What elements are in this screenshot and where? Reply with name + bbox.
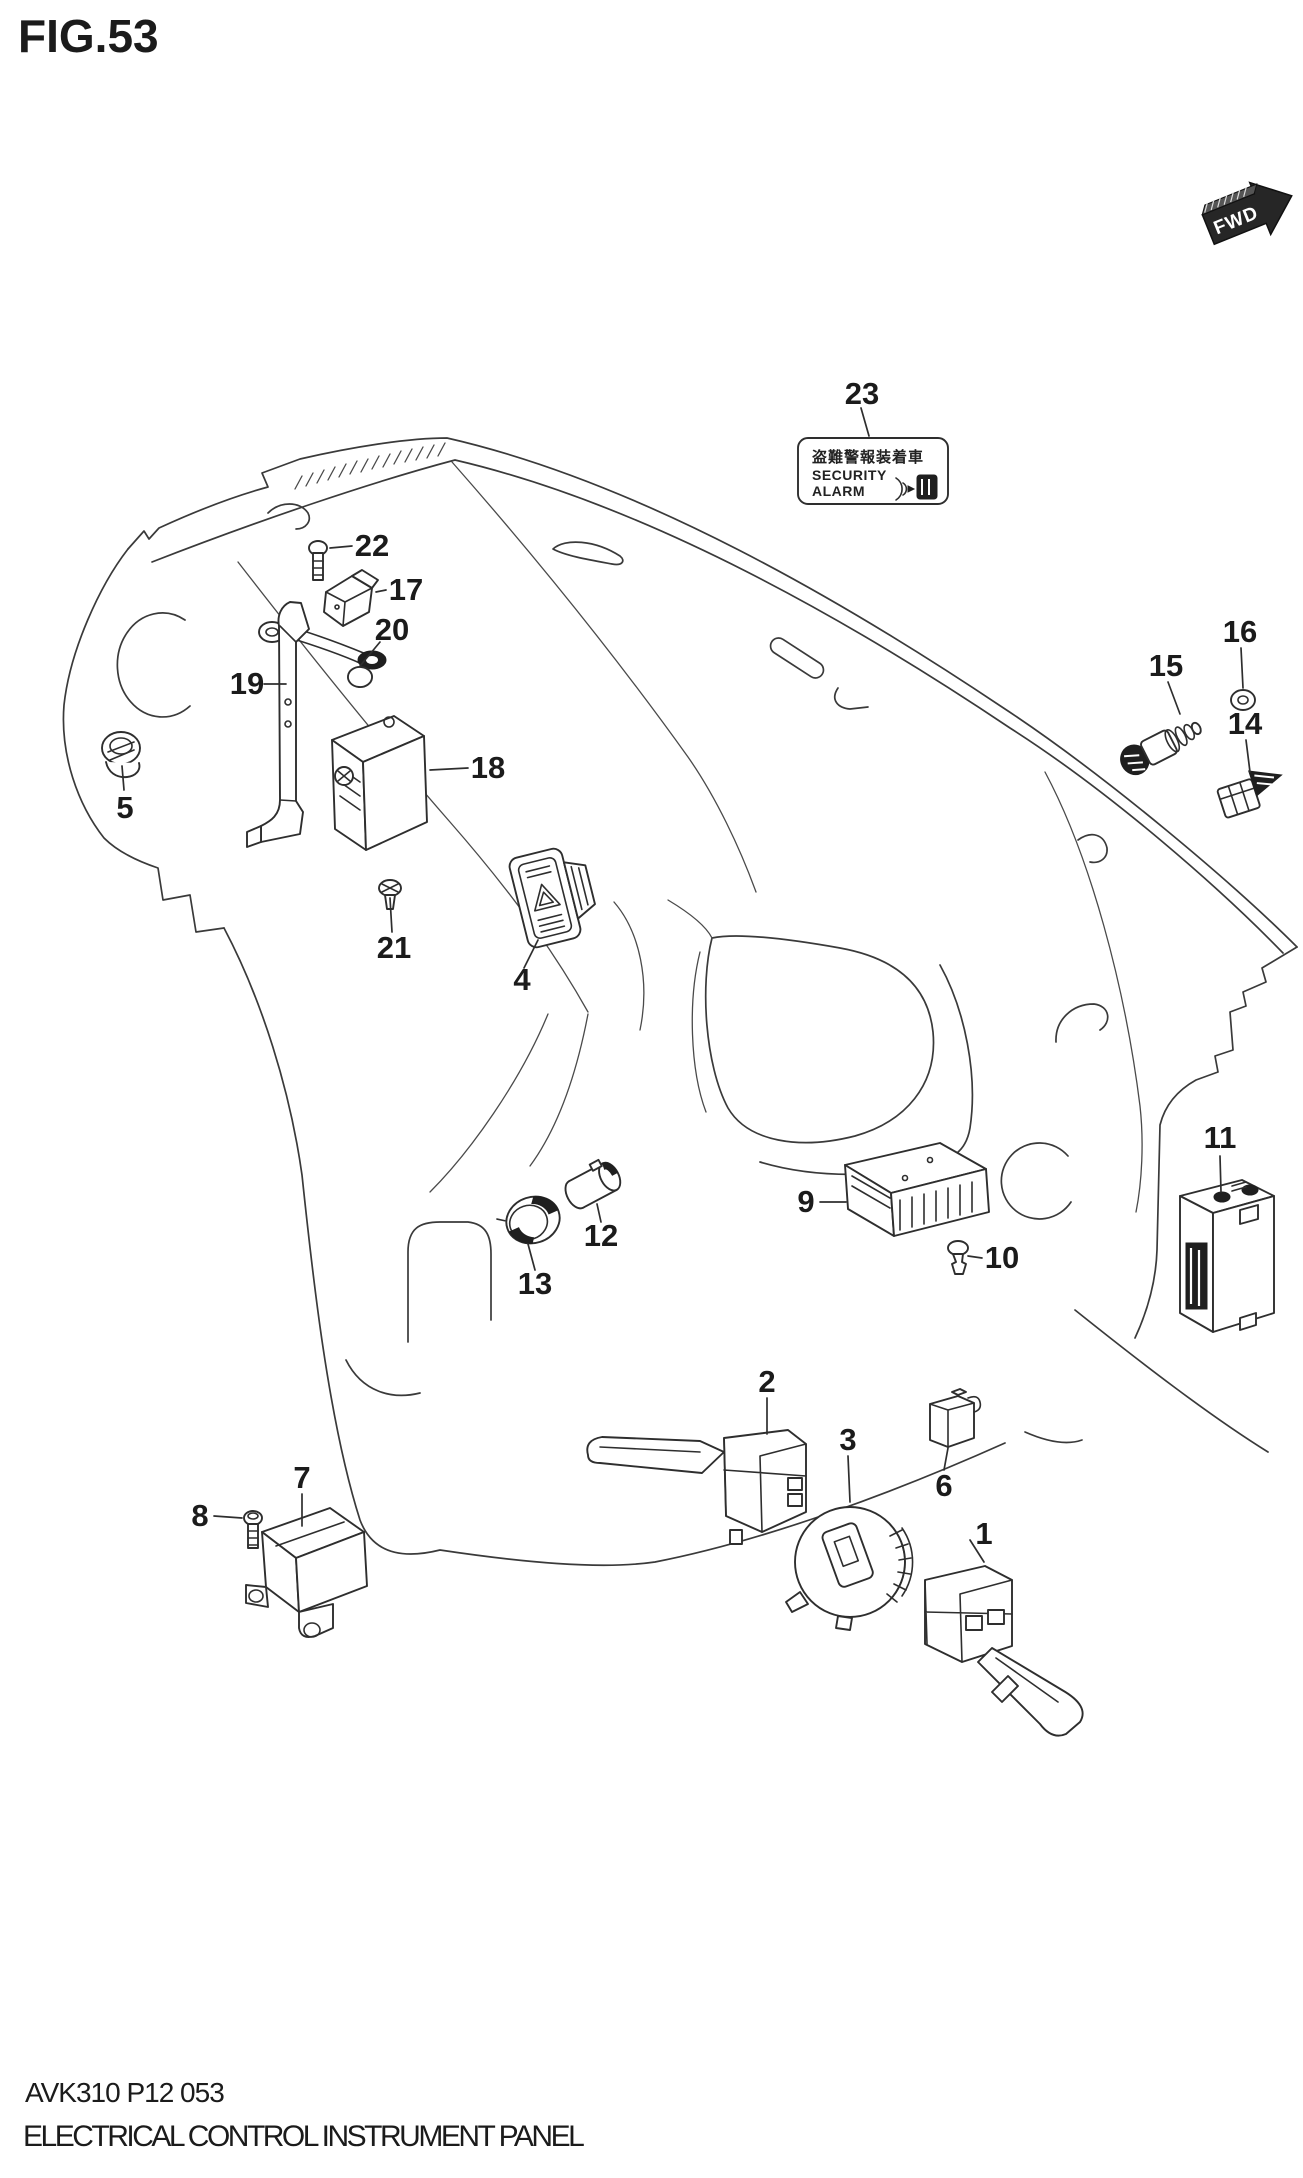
- part-4-hazard-switch: [508, 847, 596, 949]
- part-2-combo-switch: [586, 1429, 807, 1545]
- callout-4: 4: [513, 962, 531, 997]
- part-22-bolt: [308, 540, 328, 581]
- part-1-wiper-switch: [924, 1565, 1084, 1737]
- part-21-screw: [378, 879, 402, 910]
- dashboard-outline: [62, 437, 1298, 1567]
- part-5-clip: [101, 731, 141, 779]
- part-12-socket: [564, 1158, 622, 1210]
- callout-19: 19: [230, 666, 264, 701]
- security-label-line1: SECURITY: [812, 467, 887, 483]
- callout-16: 16: [1223, 614, 1257, 649]
- part-19-bracket: [246, 601, 310, 848]
- part-7-box: [245, 1507, 368, 1638]
- part-17-sensor: [323, 569, 379, 627]
- figure-code: AVK310 P12 053: [25, 2077, 224, 2108]
- callout-1: 1: [975, 1516, 992, 1551]
- part-20-nut: [258, 621, 387, 688]
- leader-lines: [121, 407, 1251, 1563]
- security-alarm-label: 盗難警報装着車 SECURITY ALARM: [797, 437, 949, 505]
- callout-14: 14: [1228, 706, 1263, 741]
- callout-22: 22: [355, 528, 389, 563]
- part-3-clockspring: [785, 1506, 914, 1631]
- part-9-module: [844, 1142, 990, 1237]
- part-16-ring: [1230, 689, 1256, 711]
- callout-21: 21: [377, 930, 411, 965]
- callout-18: 18: [471, 750, 505, 785]
- part-6-relay: [929, 1388, 982, 1448]
- figure-caption: ELECTRICAL CONTROL INSTRUMENT PANEL: [23, 2120, 584, 2153]
- part-18-ecu: [331, 715, 428, 851]
- callout-5: 5: [116, 790, 133, 825]
- fwd-arrow-icon: FWD: [1201, 181, 1293, 246]
- security-label-japanese: 盗難警報装着車: [812, 448, 924, 466]
- part-11-module: [1179, 1179, 1275, 1333]
- callout-9: 9: [797, 1184, 814, 1219]
- callout-numbers: 1 2 3 4 5 6 7 8 9 10 11 12 13 14 15 16 1…: [116, 376, 1263, 1551]
- callout-3: 3: [839, 1422, 856, 1457]
- figure-title: FIG.53: [18, 10, 159, 62]
- callout-11: 11: [1204, 1120, 1237, 1155]
- part-13-socket: [496, 1195, 561, 1245]
- callout-23: 23: [845, 376, 879, 411]
- callout-8: 8: [191, 1498, 208, 1533]
- callout-20: 20: [375, 612, 409, 647]
- callout-12: 12: [584, 1218, 618, 1253]
- callout-17: 17: [389, 572, 423, 607]
- part-14-connector: [1216, 770, 1283, 819]
- callout-2: 2: [758, 1364, 775, 1399]
- part-15-lighter-element: [1120, 721, 1202, 776]
- security-label-line2: ALARM: [812, 483, 865, 499]
- callout-6: 6: [935, 1468, 952, 1503]
- callout-13: 13: [518, 1266, 552, 1301]
- callout-15: 15: [1149, 648, 1183, 683]
- callout-10: 10: [985, 1240, 1019, 1275]
- security-label-icon: [895, 474, 938, 501]
- callout-7: 7: [293, 1460, 310, 1495]
- part-10-screw: [947, 1240, 969, 1275]
- part-8-bolt: [243, 1510, 263, 1549]
